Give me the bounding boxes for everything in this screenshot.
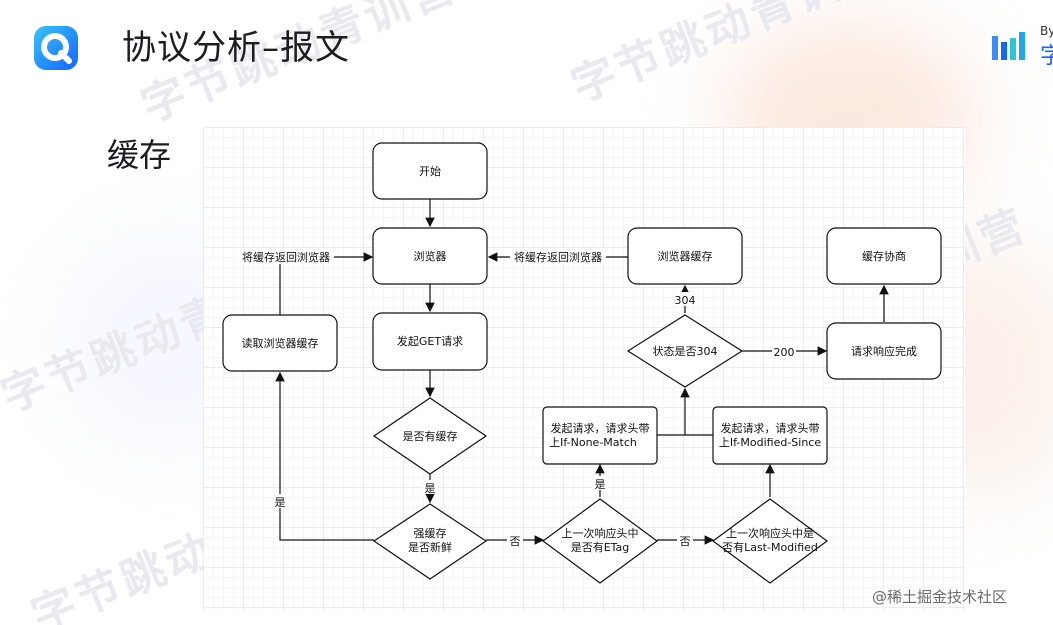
brand-small-text: By [1040, 24, 1053, 38]
edge-label-bg [422, 480, 438, 494]
node-label-send-etag-2: 上If-None-Match [549, 436, 637, 449]
edge-label-304: 304 [675, 294, 696, 307]
node-label-send-mod-2: 上If-Modified-Since [719, 436, 821, 449]
edge-label-200: 200 [774, 346, 795, 359]
node-cache-negotiate [826, 227, 942, 285]
app-logo-icon [34, 26, 78, 70]
node-label-read-cache: 读取浏览器缓存 [242, 336, 319, 350]
edge-label-no-strong: 否 [510, 535, 521, 548]
node-status-304 [626, 314, 744, 388]
bytedance-logo-icon [990, 28, 1034, 68]
edge-label-bg [272, 494, 288, 508]
edge-label-bg [673, 292, 697, 306]
section-title: 缓存 [107, 136, 172, 174]
node-label-etag-1: 上一次响应头中 [562, 526, 639, 540]
edge-label-bg [238, 248, 334, 264]
node-browser-cache [627, 227, 743, 285]
edge-label-yes-etag: 是 [595, 478, 606, 491]
node-start [372, 142, 488, 200]
node-browser [372, 227, 488, 285]
brand-large-text: 字 [1040, 44, 1053, 69]
node-label-etag-2: 是否有ETag [571, 540, 630, 554]
edge-label-bg [677, 533, 693, 547]
node-send-modified [712, 406, 828, 465]
node-label-has-cache: 是否有缓存 [403, 429, 458, 443]
node-get-request [372, 312, 488, 371]
node-label-status-304: 状态是否304 [653, 344, 718, 358]
edge-label-no-etag: 否 [680, 535, 691, 548]
edge-label-yes-hascache: 是 [425, 482, 436, 495]
node-lastmod-question [711, 498, 829, 584]
edge-label-return-right: 将缓存返回浏览器 [514, 250, 602, 264]
node-label-start: 开始 [419, 164, 441, 178]
node-label-browser: 浏览器 [414, 249, 447, 263]
edge-label-bg [507, 533, 523, 547]
node-label-lastmod-2: 否有Last-Modified [722, 540, 818, 554]
edge-strong-to-readcache [275, 371, 374, 541]
node-label-strong-cache-1: 强缓存 [414, 526, 447, 540]
edge-readcache-to-browser [279, 252, 374, 315]
credit-text: @稀土掘金技术社区 [872, 588, 1008, 606]
node-response-done [826, 322, 942, 380]
edge-label-bg [772, 344, 796, 358]
node-send-etag [542, 406, 658, 465]
node-label-get-request: 发起GET请求 [397, 334, 463, 348]
node-label-browser-cache: 浏览器缓存 [658, 249, 713, 263]
node-has-cache [372, 397, 488, 475]
edge-label-return-left: 将缓存返回浏览器 [242, 250, 330, 264]
edge-label-bg [592, 476, 608, 490]
node-label-negotiate: 缓存协商 [862, 249, 906, 263]
node-label-strong-cache-2: 是否新鲜 [408, 540, 452, 554]
node-label-lastmod-1: 上一次响应头中是 [726, 526, 814, 540]
node-label-send-mod-1: 发起请求，请求头带 [721, 421, 820, 435]
node-strong-cache [372, 503, 488, 580]
node-etag-question [541, 498, 659, 584]
edge-label-yes-strong: 是 [275, 496, 286, 509]
node-label-send-etag-1: 发起请求，请求头带 [551, 421, 650, 435]
slide-title: 协议分析–报文 [122, 28, 350, 68]
node-read-cache [222, 314, 338, 372]
node-label-response-done: 请求响应完成 [851, 344, 917, 358]
edge-label-bg [510, 248, 606, 264]
